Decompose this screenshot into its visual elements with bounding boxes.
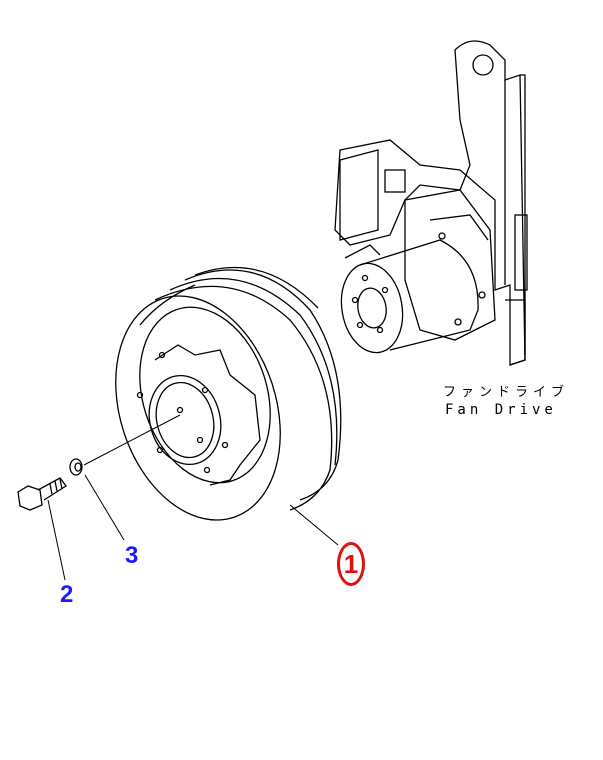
fan-drive-label-en: Fan Drive (445, 402, 557, 418)
callout-3-washer[interactable]: 3 (125, 542, 139, 569)
leader-lines (47, 414, 339, 581)
fan-drive-assembly (334, 40, 528, 366)
callout-1-pulley[interactable]: 1 (337, 542, 365, 586)
washer (69, 458, 83, 476)
bolt (17, 477, 67, 511)
fan-drive-label-jp: ファンドライブ (443, 385, 570, 400)
pulley (115, 266, 342, 521)
callout-2-bolt[interactable]: 2 (60, 581, 74, 608)
